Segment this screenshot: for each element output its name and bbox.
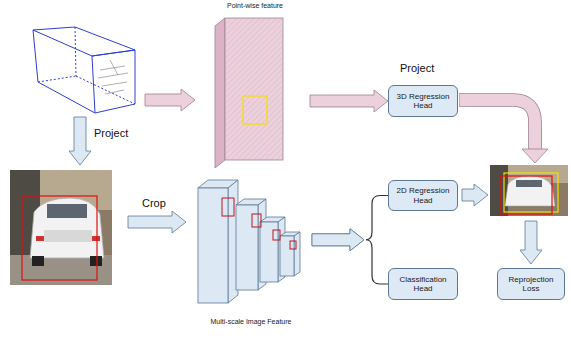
node-text: Classification Head <box>393 275 453 293</box>
loss-arrow <box>520 221 542 264</box>
box2d-arrow <box>462 184 488 206</box>
project-curved-arrow <box>459 100 548 163</box>
feature-arrow <box>145 89 195 111</box>
3d-box-wireframe <box>33 27 135 113</box>
head-box: Classification Head <box>388 268 458 300</box>
crop-arrow <box>128 211 186 233</box>
node-text: Point-wise feature <box>227 2 283 10</box>
arrow-label: Crop <box>142 197 166 209</box>
input-car-image <box>10 170 112 285</box>
feature-map-group: Point-wise feature <box>200 2 310 170</box>
connector-arrow <box>312 196 388 251</box>
arrow-label: Project <box>94 127 128 139</box>
point-wise-feature-map <box>215 18 283 168</box>
arrow-label: Project <box>400 62 434 74</box>
feature-map-group: Multi-scale Image Feature <box>190 176 312 326</box>
node-text: 2D Regression Head <box>393 186 453 204</box>
multi-scale-feature-maps <box>198 180 300 303</box>
roi-crop-marks <box>222 198 296 249</box>
output-car-image <box>490 165 568 216</box>
connector-arrow <box>312 229 388 284</box>
node-text: 3D Regression Head <box>393 92 453 110</box>
head-box: 2D Regression Head <box>388 180 458 211</box>
node-text: Reprojection Loss <box>502 275 560 293</box>
connector-arrow <box>310 90 388 112</box>
point-cloud <box>98 60 128 94</box>
project-arrow <box>69 117 91 165</box>
head-box: 3D Regression Head <box>388 85 458 117</box>
node-text: Multi-scale Image Feature <box>211 318 292 326</box>
loss-box: Reprojection Loss <box>497 268 565 300</box>
